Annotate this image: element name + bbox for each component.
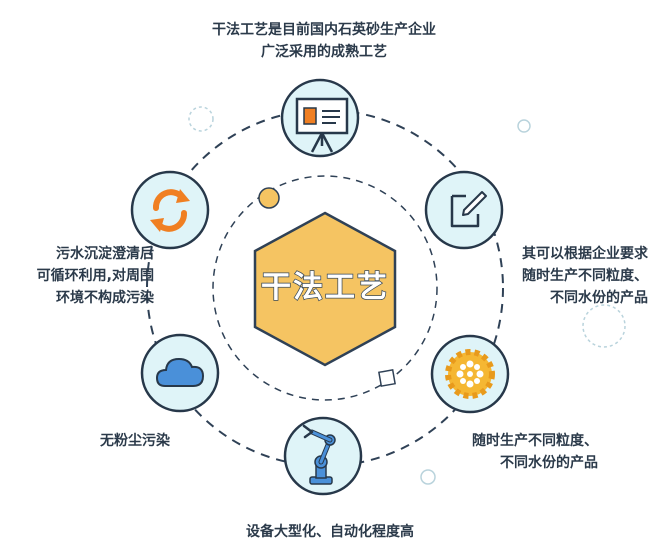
- node-top-line-1: 干法工艺是目前国内石英砂生产企业: [212, 22, 436, 38]
- node-bottom-line-1: 设备大型化、自动化程度高: [246, 524, 414, 540]
- node-top-text: 干法工艺是目前国内石英砂生产企业 广泛采用的成熟工艺: [164, 19, 484, 63]
- presentation-board-icon: [295, 97, 349, 153]
- orbit-square: [378, 369, 396, 387]
- node-left-upper-line-2: 可循环利用,对周围: [36, 268, 154, 284]
- orbit-dot: [258, 187, 280, 209]
- node-left-upper: [130, 170, 210, 250]
- node-top-line-2: 广泛采用的成熟工艺: [261, 44, 387, 60]
- node-left-upper-line-3: 环境不构成污染: [56, 290, 154, 306]
- decor-dashed-circle: [582, 304, 626, 348]
- node-right-lower: [430, 334, 510, 414]
- center-hexagon: [253, 211, 397, 367]
- node-right-upper-line-1: 其可以根据企业要求: [522, 246, 648, 262]
- node-bottom-text: 设备大型化、自动化程度高: [200, 521, 460, 543]
- node-right-lower-line-1: 随时生产不同粒度、: [472, 433, 598, 449]
- node-top: [280, 78, 360, 158]
- node-right-upper-line-2: 随时生产不同粒度、: [522, 268, 648, 284]
- decor-dashed-circle: [188, 106, 214, 132]
- recycle-arrows-icon: [150, 189, 190, 232]
- center-label: 干法工艺: [260, 269, 389, 306]
- decor-small-circle: [517, 119, 531, 133]
- node-bottom: [283, 416, 363, 496]
- robot-arm-icon: [302, 424, 336, 485]
- node-left-upper-text: 污水沉淀澄清后 可循环利用,对周围 环境不构成污染: [4, 243, 154, 309]
- node-right-upper-text: 其可以根据企业要求 随时生产不同粒度、 不同水份的产品: [498, 243, 648, 309]
- node-left-lower-line-1: 无粉尘污染: [100, 433, 170, 449]
- edit-document-icon: [450, 191, 487, 228]
- node-right-upper-line-3: 不同水份的产品: [550, 290, 648, 306]
- node-right-lower-text: 随时生产不同粒度、 不同水份的产品: [438, 430, 598, 474]
- cloud-icon: [155, 357, 205, 387]
- node-right-upper: [424, 170, 504, 250]
- node-left-upper-line-1: 污水沉淀澄清后: [56, 246, 154, 262]
- decor-small-circle: [420, 469, 436, 485]
- node-right-lower-line-2: 不同水份的产品: [500, 455, 598, 471]
- node-left-lower: [140, 333, 220, 413]
- gear-icon: [445, 349, 495, 399]
- inner-orbit-ring: [212, 175, 438, 401]
- node-left-lower-text: 无粉尘污染: [100, 430, 220, 452]
